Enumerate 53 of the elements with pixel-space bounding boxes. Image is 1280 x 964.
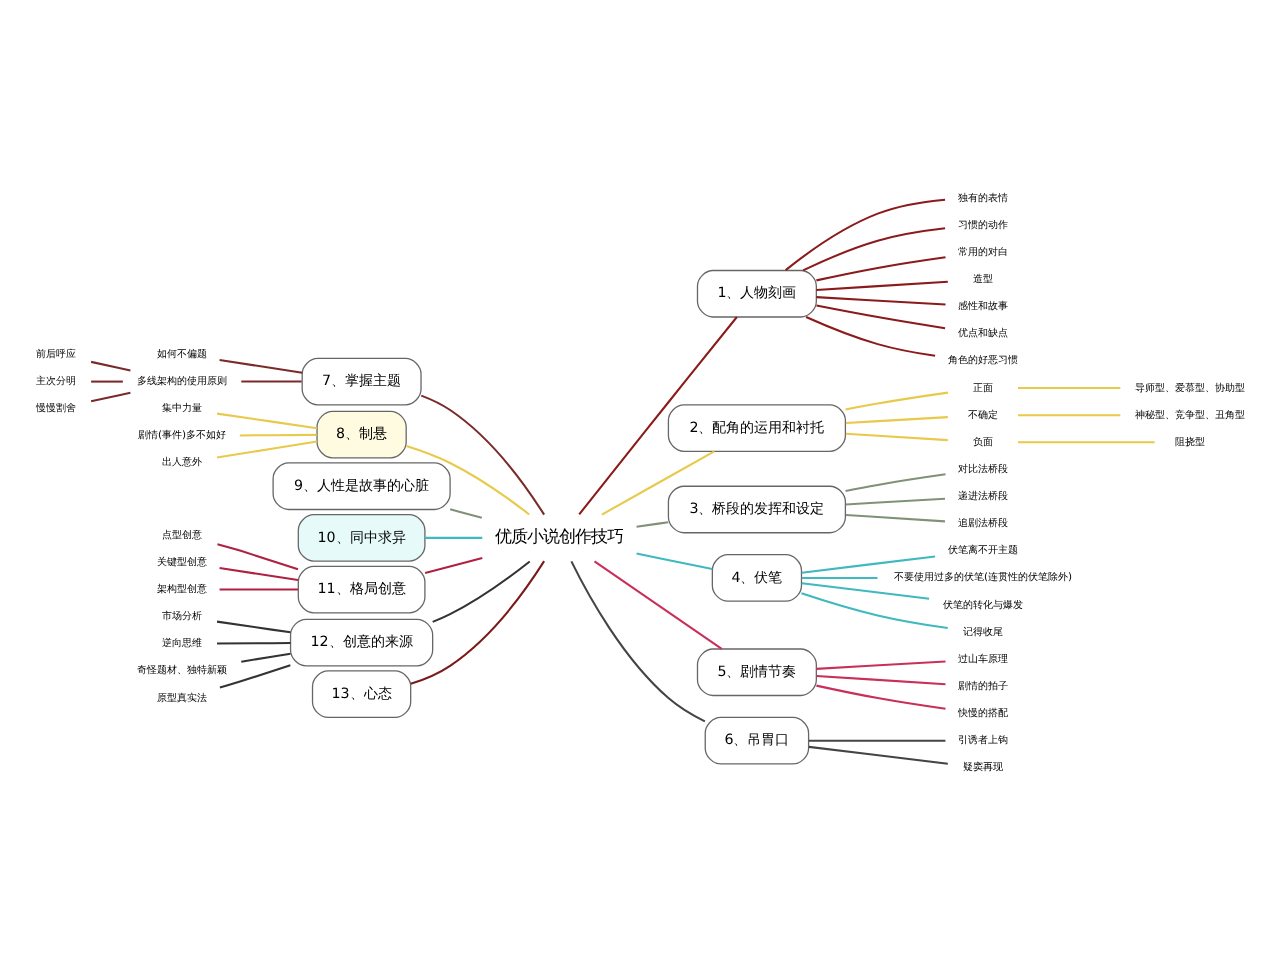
connector [785, 197, 946, 270]
connector [241, 651, 291, 662]
connector [578, 315, 738, 514]
connector [636, 551, 713, 570]
connector [816, 303, 946, 329]
connector [845, 472, 946, 491]
connector [432, 559, 531, 622]
connector [816, 295, 946, 305]
connector [90, 359, 131, 371]
connector [219, 663, 291, 688]
connector [805, 315, 936, 356]
connector [808, 744, 948, 764]
connector [406, 444, 530, 515]
connector [216, 619, 291, 633]
connector [845, 390, 949, 410]
connector [845, 496, 946, 505]
connector [801, 554, 936, 573]
connector [219, 587, 298, 590]
connector [217, 641, 291, 644]
connector [801, 591, 948, 628]
connector [808, 738, 946, 741]
connector [410, 559, 545, 684]
connector [802, 226, 946, 271]
connector [845, 431, 948, 441]
connector [1018, 413, 1121, 416]
connector [570, 559, 706, 722]
connector [816, 279, 948, 291]
connector [845, 513, 946, 522]
connector [219, 358, 303, 373]
connector [216, 439, 318, 458]
connector [219, 565, 299, 581]
connector [420, 393, 545, 515]
connector [816, 659, 946, 669]
connector [239, 432, 317, 436]
connector [636, 520, 669, 527]
connector [1018, 440, 1155, 443]
connector [217, 542, 299, 570]
connector [449, 507, 483, 518]
connector [801, 581, 930, 599]
connector [816, 255, 946, 281]
connector [816, 683, 946, 709]
connector [216, 411, 318, 429]
connector [1018, 386, 1121, 389]
connector [424, 555, 483, 574]
connector [801, 575, 878, 578]
connector [91, 379, 123, 382]
connector [816, 673, 946, 685]
connector [241, 379, 302, 382]
connector [593, 559, 723, 649]
connector [845, 415, 948, 424]
connector [90, 390, 131, 402]
node-text: 优质小说创作技巧 [495, 525, 624, 546]
connector [425, 535, 483, 538]
